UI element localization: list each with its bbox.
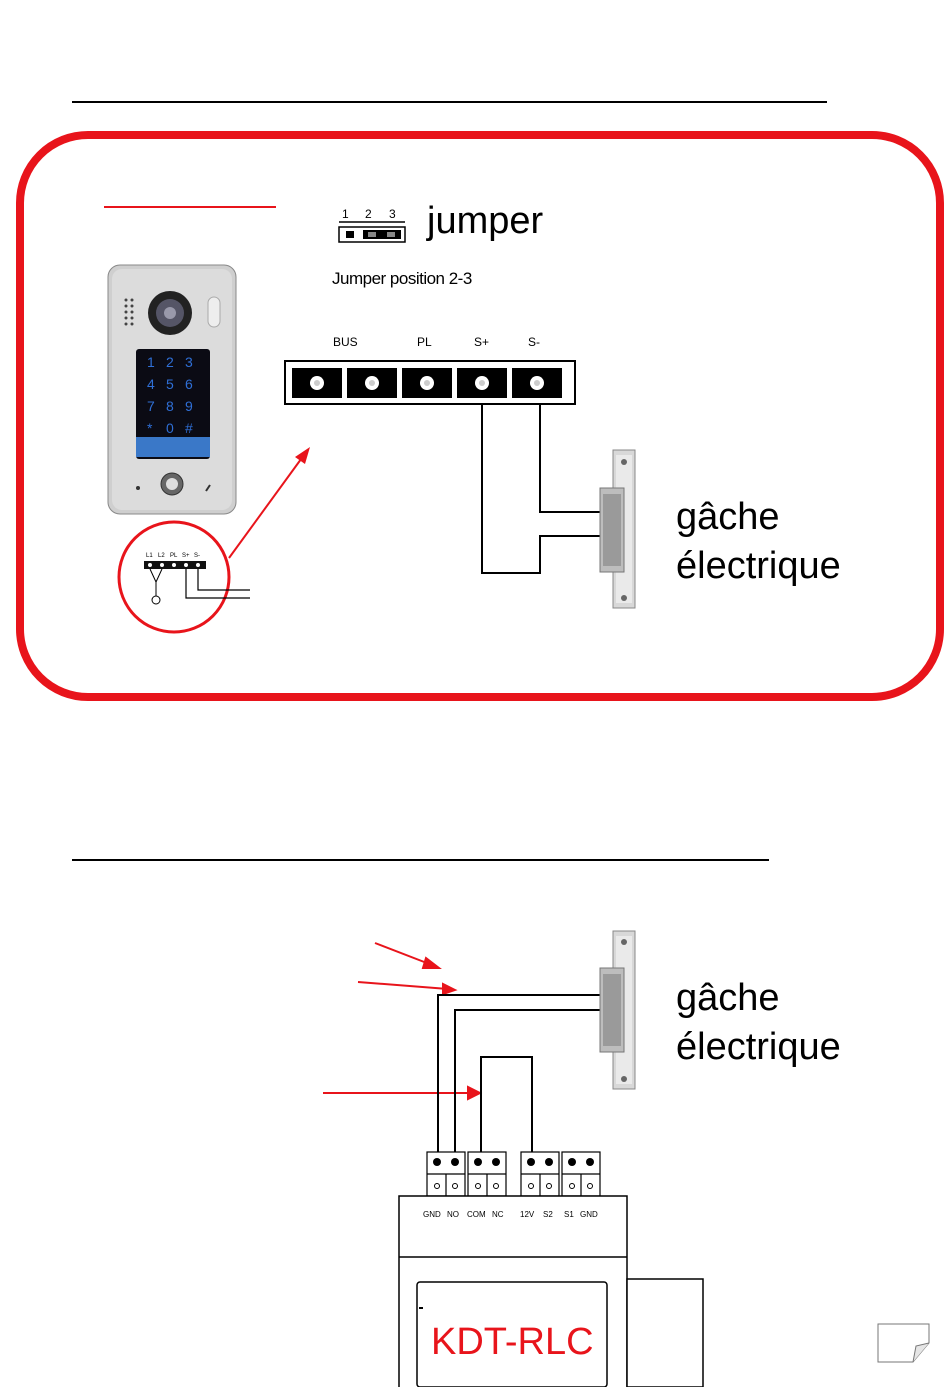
key-7: 7 — [147, 398, 155, 414]
lock-label-2-line2: électrique — [676, 1026, 841, 1068]
electric-strike-icon-2 — [600, 931, 635, 1089]
jumper-position-text: Jumper position 2-3 — [332, 269, 472, 288]
relay-label-no: NO — [447, 1210, 459, 1219]
detail-circle — [119, 522, 229, 632]
mini-terminal-block: L1 L2 PL S+ S- — [144, 553, 250, 604]
section1-diagram: 1 2 3 jumper Jumper position 2-3 BUS PL … — [0, 0, 950, 720]
key-5: 5 — [166, 376, 174, 392]
relay-label-s1: S1 — [564, 1210, 574, 1219]
relay-label-gnd: GND — [423, 1210, 441, 1219]
section2-rule — [72, 859, 769, 861]
mini-label-splus: S+ — [182, 553, 190, 559]
key-8: 8 — [166, 398, 174, 414]
red-arrows-section2 — [323, 943, 480, 1099]
lock-label-1-line1: gâche — [676, 496, 780, 538]
lock-label-2-line1: gâche — [676, 977, 780, 1019]
terminal-label-bus: BUS — [333, 335, 358, 349]
relay-label-nc: NC — [492, 1210, 504, 1219]
jumper-pin-1: 1 — [342, 207, 349, 221]
lock-wires-2 — [438, 995, 602, 1152]
detail-arrow — [229, 447, 310, 558]
relay-label-com: COM — [467, 1210, 486, 1219]
relay-screws — [433, 1158, 594, 1166]
section2-diagram: gâche électrique GND NO COM — [0, 900, 950, 1387]
lock-wires-1 — [482, 404, 600, 573]
mini-label-l2: L2 — [158, 553, 165, 559]
key-star: * — [147, 420, 153, 436]
lock-label-1-line2: électrique — [676, 545, 841, 587]
electric-strike-icon-1 — [600, 450, 635, 608]
key-0: 0 — [166, 420, 174, 436]
module-name: KDT-RLC — [431, 1321, 594, 1363]
mini-label-pl: PL — [170, 553, 178, 559]
jumper-pin-3: 3 — [389, 207, 396, 221]
relay-label-s2: S2 — [543, 1210, 553, 1219]
key-1: 1 — [147, 354, 155, 370]
mini-label-sminus: S- — [194, 553, 200, 559]
jumper-title: jumper — [426, 200, 543, 242]
key-3: 3 — [185, 354, 193, 370]
jumper-pin-2: 2 — [365, 207, 372, 221]
terminal-label-sminus: S- — [528, 335, 540, 349]
relay-label-gnd2: GND — [580, 1210, 598, 1219]
key-6: 6 — [185, 376, 193, 392]
key-9: 9 — [185, 398, 193, 414]
terminal-label-pl: PL — [417, 335, 432, 349]
key-2: 2 — [166, 354, 174, 370]
terminal-label-splus: S+ — [474, 335, 489, 349]
key-4: 4 — [147, 376, 155, 392]
terminal-block — [285, 361, 575, 404]
key-hash: # — [185, 420, 193, 436]
jumper-icon — [339, 222, 405, 242]
page-curl-icon — [878, 1324, 929, 1362]
relay-label-12v: 12V — [520, 1210, 535, 1219]
mini-label-l1: L1 — [146, 553, 153, 559]
